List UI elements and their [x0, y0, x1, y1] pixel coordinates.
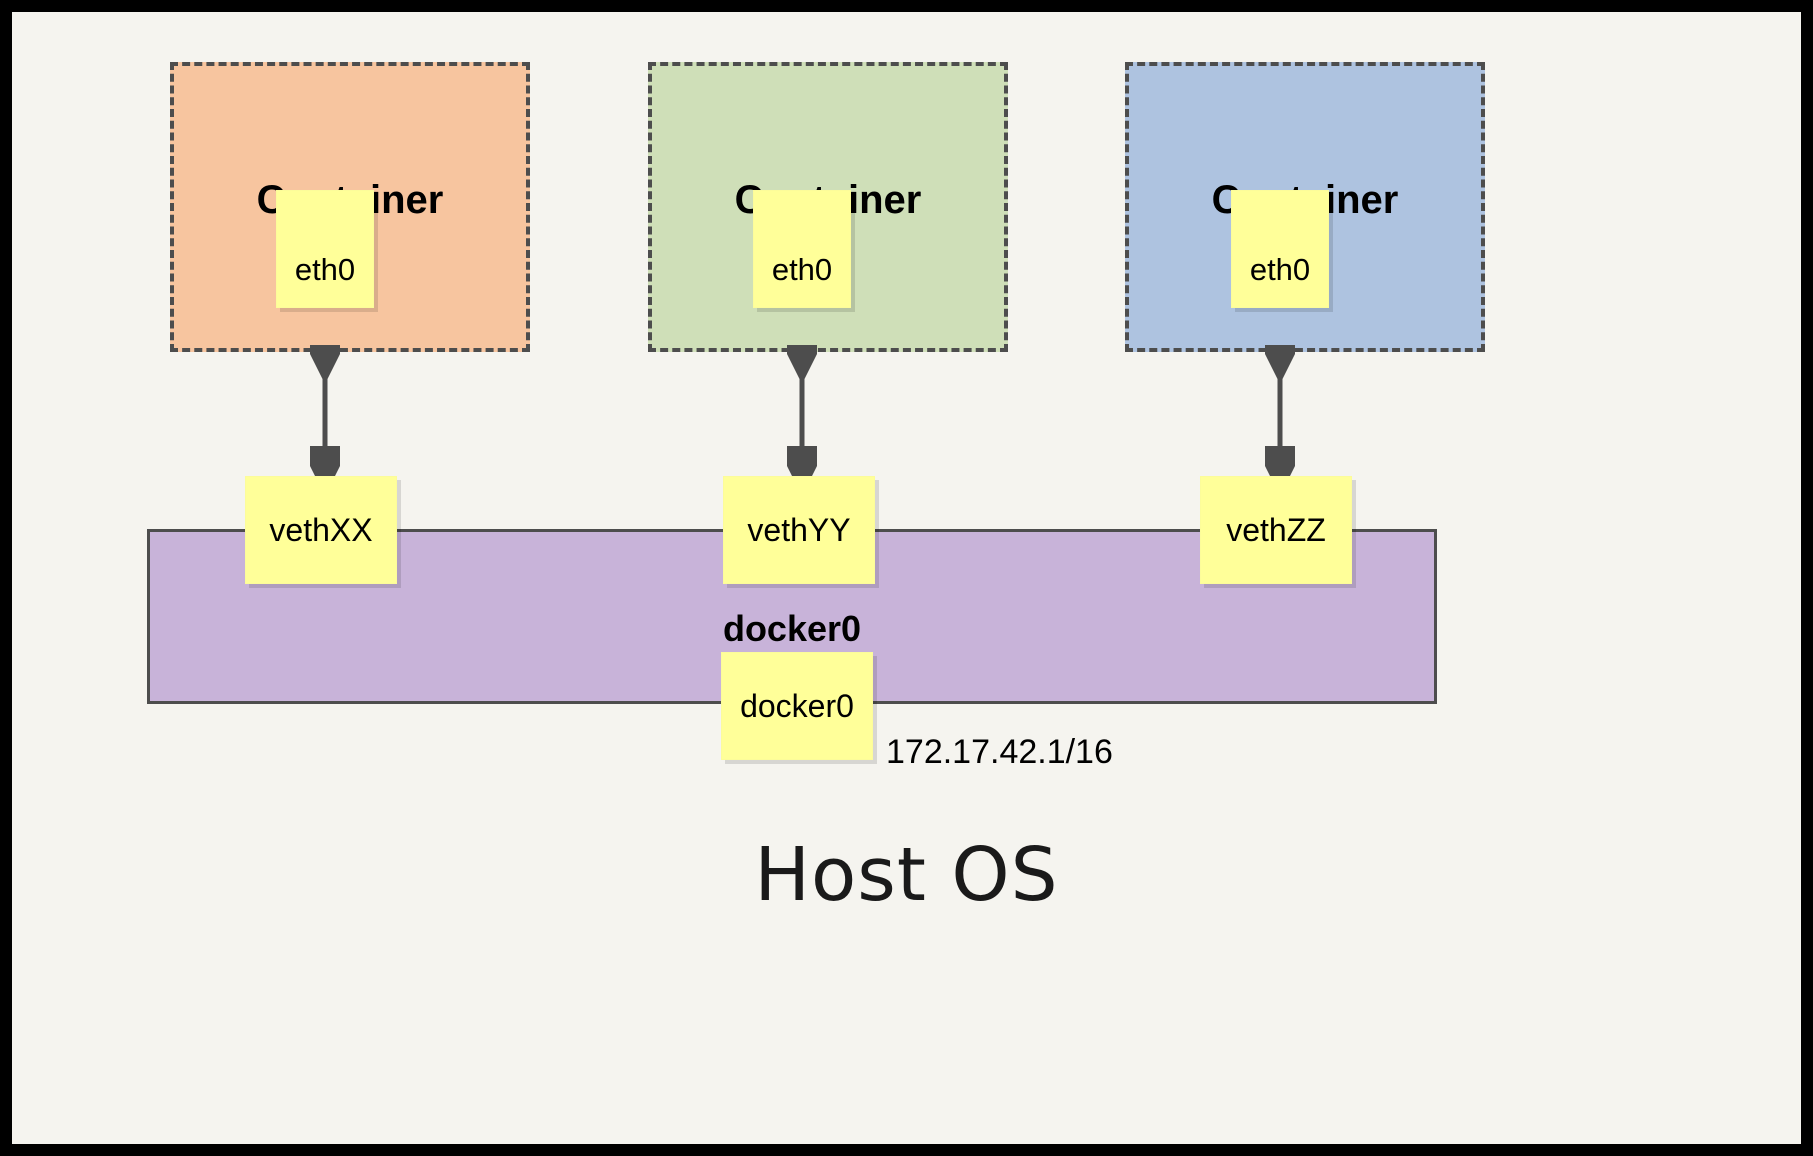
veth-interface-2: vethYY: [723, 476, 875, 584]
bidirectional-arrow-1: [310, 345, 340, 485]
bidirectional-arrow-3: [1265, 345, 1295, 485]
eth0-label-2: eth0: [771, 252, 833, 287]
docker0-ip-address: 172.17.42.1/16: [886, 733, 1113, 771]
bidirectional-arrow-2: [787, 345, 817, 485]
veth-label-2: vethYY: [747, 511, 851, 548]
veth-label-1: vethXX: [269, 511, 373, 548]
eth0-label-1: eth0: [294, 252, 356, 287]
veth-interface-1: vethXX: [245, 476, 397, 584]
docker0-bridge-label: docker0: [722, 608, 862, 649]
veth-interface-3: vethZZ: [1200, 476, 1352, 584]
eth0-interface-1: eth0: [276, 190, 374, 308]
docker0-note-label: docker0: [740, 687, 854, 724]
eth0-interface-3: eth0: [1231, 190, 1329, 308]
eth0-interface-2: eth0: [753, 190, 851, 308]
veth-label-3: vethZZ: [1226, 511, 1326, 548]
host-os-title: Host OS: [754, 832, 1059, 918]
eth0-label-3: eth0: [1249, 252, 1311, 287]
docker0-interface-note: docker0: [721, 652, 873, 760]
